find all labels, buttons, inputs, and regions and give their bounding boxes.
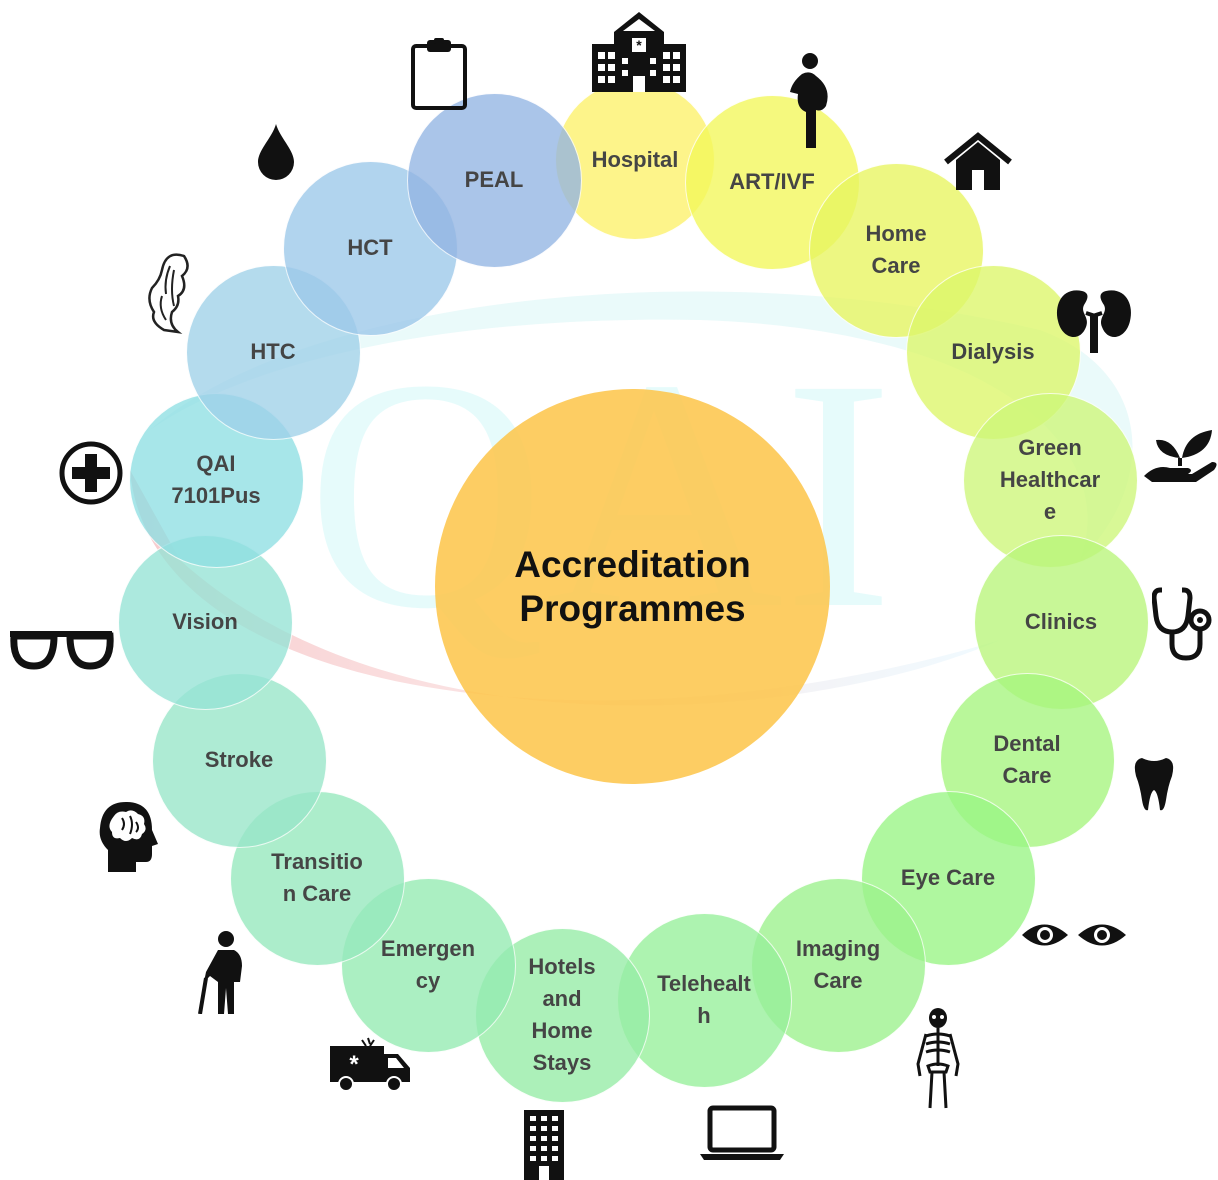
programme-label: Home Care xyxy=(865,221,927,278)
blood-drop-icon xyxy=(258,124,294,180)
tooth-icon xyxy=(1134,758,1174,811)
programme-label: Hospital xyxy=(591,147,679,172)
programme-label: PEAL xyxy=(464,167,524,192)
center-circle: Accreditation Programmes xyxy=(435,389,830,784)
programme-label: Eye Care xyxy=(900,865,996,890)
programme-label: Clinics xyxy=(1024,609,1098,634)
woman-hair-icon xyxy=(148,253,189,334)
programme-label: Transitio n Care xyxy=(271,849,363,906)
medical-cross-icon xyxy=(59,441,123,505)
laptop-icon xyxy=(700,1105,784,1160)
pregnant-woman-icon xyxy=(790,53,828,148)
ambulance-icon: * xyxy=(330,1037,410,1092)
programme-circle: Emergen cy xyxy=(340,877,516,1053)
programme-circle: Eye Care xyxy=(860,790,1036,966)
svg-text:*: * xyxy=(349,1051,359,1078)
elderly-person-icon xyxy=(198,931,242,1014)
eyes-icon xyxy=(1022,924,1126,946)
plant-in-hand-icon xyxy=(1144,430,1217,482)
skeleton-icon xyxy=(916,1008,960,1109)
programme-label: Telehealt h xyxy=(657,971,751,1028)
programme-label: Imaging Care xyxy=(795,936,881,993)
clipboard-icon xyxy=(411,38,467,110)
programme-label: HCT xyxy=(347,235,393,260)
programme-label: Green Healthcar e xyxy=(999,435,1101,524)
programme-label: Emergen cy xyxy=(380,936,476,993)
kidneys-icon xyxy=(1057,290,1131,353)
house-icon xyxy=(944,132,1012,190)
programme-label: Dialysis xyxy=(951,339,1035,364)
stethoscope-icon xyxy=(1152,587,1212,661)
programme-label: HTC xyxy=(250,339,296,364)
programme-label: QAI 7101Pus xyxy=(171,451,261,508)
programme-label: Vision xyxy=(172,609,238,634)
hospital-building-icon: * xyxy=(592,12,686,92)
glasses-icon xyxy=(10,631,114,670)
programme-circle: PEAL xyxy=(406,92,582,268)
programme-label: Stroke xyxy=(204,747,274,772)
hotel-building-icon xyxy=(524,1110,564,1180)
programme-label: ART/IVF xyxy=(729,169,815,194)
svg-text:*: * xyxy=(636,37,642,53)
programme-label: Hotels and Home Stays xyxy=(528,954,596,1075)
programme-label: Dental Care xyxy=(993,731,1061,788)
center-title: Accreditation Programmes xyxy=(514,543,751,629)
brain-head-icon xyxy=(99,802,158,872)
